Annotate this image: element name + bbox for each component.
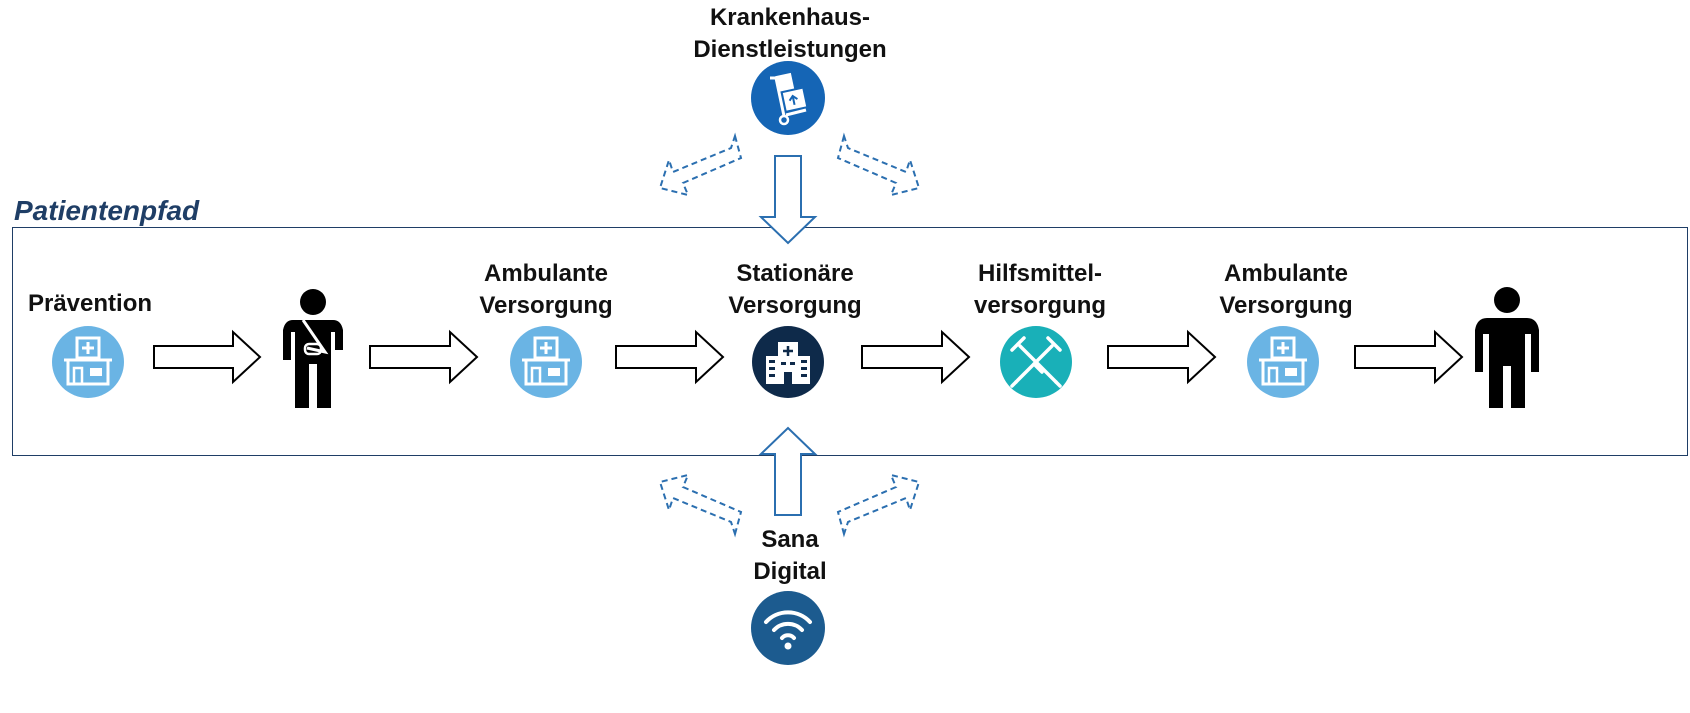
dashed-arrow-bottom-right bbox=[836, 473, 921, 538]
up-arrow-from-digital bbox=[758, 426, 818, 516]
healthy-person-icon bbox=[1475, 287, 1539, 408]
hospital-services-trolley-icon bbox=[751, 61, 825, 135]
clinic-icon bbox=[510, 326, 582, 398]
hospital-building-icon bbox=[752, 326, 824, 398]
down-arrow-from-services bbox=[758, 155, 818, 245]
clinic-icon bbox=[52, 326, 124, 398]
patient-path-frame bbox=[12, 227, 1688, 456]
flow-arrow-4 bbox=[861, 329, 971, 385]
patient-path-title: Patientenpfad bbox=[14, 195, 200, 226]
dashed-arrow-top-right bbox=[836, 132, 921, 197]
step-label-aids: Hilfsmittel- versorgung bbox=[973, 260, 1107, 319]
dashed-arrow-top-left bbox=[658, 132, 743, 197]
step-label-prevention: Prävention bbox=[27, 290, 153, 317]
dashed-arrow-bottom-left bbox=[658, 473, 743, 538]
crutches-icon bbox=[1000, 326, 1072, 398]
flow-arrow-1 bbox=[153, 329, 262, 385]
step-label-inpatient: Stationäre Versorgung bbox=[728, 260, 862, 319]
flow-arrow-6 bbox=[1354, 329, 1464, 385]
flow-arrow-3 bbox=[615, 329, 725, 385]
wifi-icon bbox=[751, 591, 825, 665]
step-label-outpatient-2: Ambulante Versorgung bbox=[1219, 260, 1353, 319]
bottom-source-label: Sana Digital bbox=[753, 526, 827, 585]
step-label-outpatient-1: Ambulante Versorgung bbox=[479, 260, 613, 319]
top-source-label: Krankenhaus- Dienstleistungen bbox=[693, 4, 887, 63]
flow-arrow-5 bbox=[1107, 329, 1217, 385]
flow-arrow-2 bbox=[369, 329, 479, 385]
clinic-icon bbox=[1247, 326, 1319, 398]
injured-person-icon bbox=[283, 289, 343, 408]
